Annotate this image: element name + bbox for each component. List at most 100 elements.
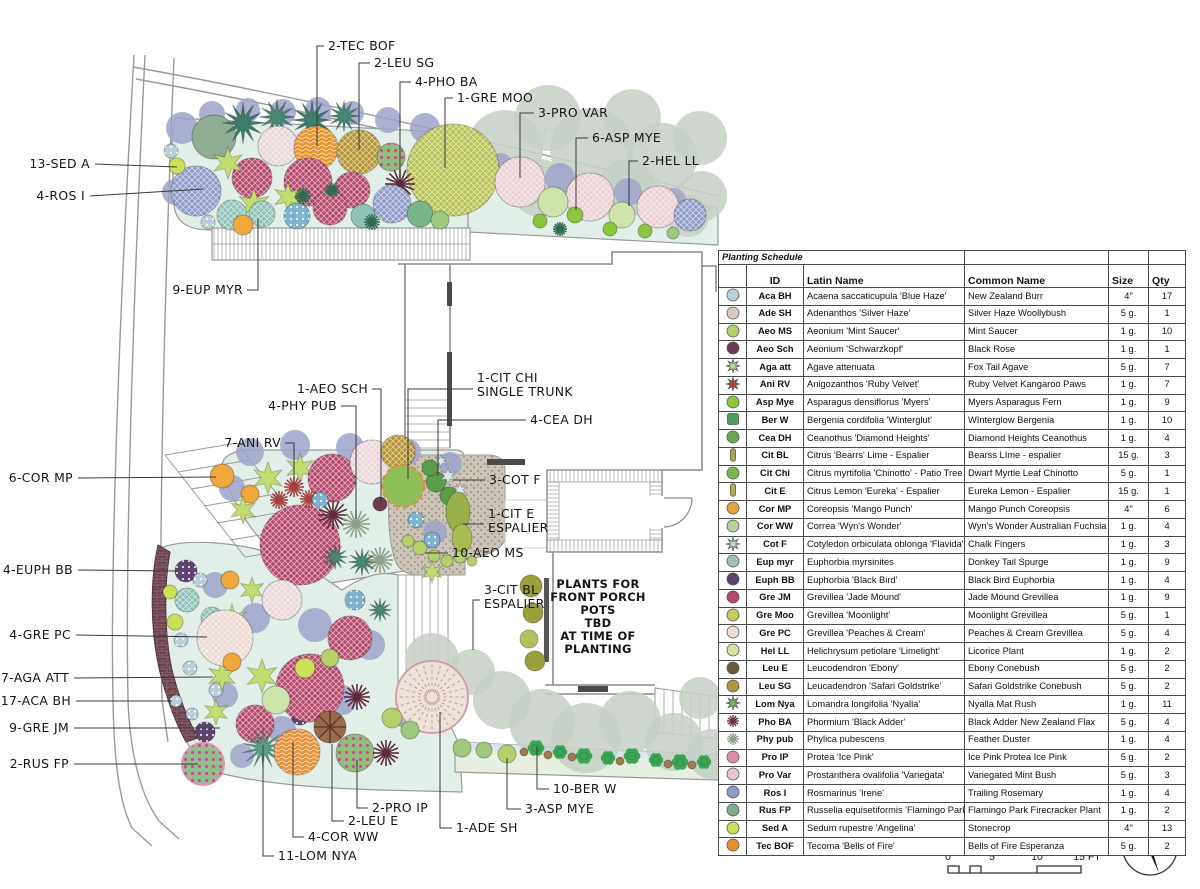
cell-symbol bbox=[718, 287, 747, 306]
cell-latin-name: Euphorbia myrsinites bbox=[802, 553, 966, 572]
plant-symbol bbox=[347, 547, 377, 577]
canopy-shadow bbox=[438, 452, 462, 476]
cell-size: 1 g. bbox=[1108, 535, 1150, 555]
cell-common-name: Eureka Lemon - Espalier bbox=[964, 482, 1110, 501]
cell-qty: 10 bbox=[1148, 411, 1187, 430]
cell-latin-name: Phormium 'Black Adder' bbox=[802, 713, 966, 732]
cell-latin-name: Lomandra longifolia 'Nyalla' bbox=[802, 695, 966, 714]
plant-symbol-icon bbox=[724, 696, 741, 712]
cell-common-name: Nyalla Mat Rush bbox=[964, 695, 1110, 714]
cell-latin-name: Tecoma 'Bells of Fire' bbox=[802, 837, 966, 856]
label-leader-line bbox=[472, 599, 480, 650]
cell-qty: 2 bbox=[1148, 801, 1187, 821]
plant-symbol bbox=[408, 512, 424, 528]
cell-latin-name: Citrus Lemon 'Eureka' - Espalier bbox=[802, 482, 966, 501]
plant-symbol bbox=[522, 602, 544, 624]
plant-symbol bbox=[252, 460, 284, 496]
cell-symbol bbox=[718, 411, 747, 430]
cell-id: Pro Var bbox=[746, 766, 804, 785]
cell-common-name: WInterglow Bergenia bbox=[964, 411, 1110, 430]
plan-label: 7-ANI RV bbox=[224, 435, 281, 450]
schedule-column-header: Latin Name bbox=[802, 264, 966, 288]
cell-common-name: Moonlight Grevillea bbox=[964, 606, 1110, 626]
canopy-shadow bbox=[280, 430, 310, 460]
label-leader-line bbox=[262, 745, 274, 857]
plant-symbol-icon bbox=[726, 306, 739, 320]
plant-symbol bbox=[373, 740, 399, 766]
plant-symbol-icon bbox=[726, 785, 739, 799]
plant-symbol bbox=[203, 697, 229, 727]
plan-label: 2-RUS FP bbox=[10, 756, 69, 771]
plant-symbol bbox=[427, 549, 441, 563]
cell-id: Cea DH bbox=[746, 429, 804, 448]
plant-symbol-icon bbox=[729, 448, 736, 462]
plant-symbol bbox=[239, 575, 265, 605]
canopy-shadow bbox=[614, 178, 642, 206]
plant-symbol bbox=[175, 560, 197, 582]
cell-latin-name: Grevillea 'Moonlight' bbox=[802, 606, 966, 626]
cell-size: 5 g. bbox=[1108, 606, 1150, 626]
cell-latin-name: Bergenia cordifolia 'Winterglut' bbox=[802, 411, 966, 430]
plant-symbol bbox=[175, 588, 199, 612]
cell-common-name: Fox Tail Agave bbox=[964, 358, 1110, 377]
plan-label: 4-ROS I bbox=[36, 188, 85, 203]
plant-symbol bbox=[164, 144, 178, 158]
cell-symbol bbox=[718, 375, 747, 395]
plant-symbol bbox=[221, 101, 265, 145]
plant-symbol bbox=[671, 754, 689, 770]
plant-symbol-icon bbox=[726, 395, 739, 408]
plant-symbol bbox=[327, 99, 361, 133]
plant-symbol bbox=[553, 222, 567, 236]
canopy-shadow bbox=[230, 744, 254, 768]
schedule-column-header: Common Name bbox=[964, 264, 1110, 288]
plant-symbol bbox=[495, 157, 545, 207]
canopy-shadow bbox=[236, 438, 264, 466]
label-leader-line bbox=[437, 419, 526, 476]
cell-size: 1 g. bbox=[1108, 642, 1150, 661]
existing-tree-canopy bbox=[673, 111, 727, 165]
cell-common-name: Donkey Tail Spurge bbox=[964, 553, 1110, 572]
plant-symbol bbox=[249, 201, 275, 227]
plan-label: 7-AGA ATT bbox=[1, 670, 69, 685]
cell-qty: 1 bbox=[1148, 606, 1187, 626]
plant-symbol-icon bbox=[726, 288, 739, 302]
cell-id: Rus FP bbox=[746, 801, 804, 821]
plant-symbol bbox=[171, 166, 221, 216]
cell-id: Cit E bbox=[746, 482, 804, 501]
cell-qty: 11 bbox=[1148, 695, 1187, 714]
cell-id: Cot F bbox=[746, 535, 804, 555]
cell-common-name: Ice Pink Protea Ice Pink bbox=[964, 748, 1110, 768]
cell-common-name: Diamond Heights Ceanothus bbox=[964, 429, 1110, 448]
cell-qty: 9 bbox=[1148, 393, 1187, 413]
plant-symbol bbox=[220, 570, 240, 590]
cell-latin-name: Acaena saccaticupula 'Blue Haze' bbox=[802, 287, 966, 306]
cell-qty: 3 bbox=[1148, 535, 1187, 555]
cell-symbol bbox=[718, 393, 747, 413]
plant-symbol bbox=[537, 186, 569, 218]
cell-common-name: Dwarf Myrtle Leaf Chinotto bbox=[964, 464, 1110, 484]
cell-qty: 9 bbox=[1148, 588, 1187, 608]
cell-qty: 1 bbox=[1148, 482, 1187, 501]
cell-common-name: Peaches & Cream Grevillea bbox=[964, 624, 1110, 643]
plant-symbol bbox=[452, 738, 472, 758]
plant-symbol bbox=[623, 748, 641, 764]
cell-symbol bbox=[718, 340, 747, 359]
plan-label: 2-HEL LL bbox=[642, 153, 699, 168]
plants-layer bbox=[162, 98, 712, 786]
plant-symbol bbox=[400, 720, 420, 740]
plant-symbol bbox=[575, 748, 593, 764]
cell-id: Leu E bbox=[746, 659, 804, 679]
cell-common-name: Black Bird Euphorbia bbox=[964, 571, 1110, 590]
plan-label: 3-COT F bbox=[489, 472, 541, 487]
